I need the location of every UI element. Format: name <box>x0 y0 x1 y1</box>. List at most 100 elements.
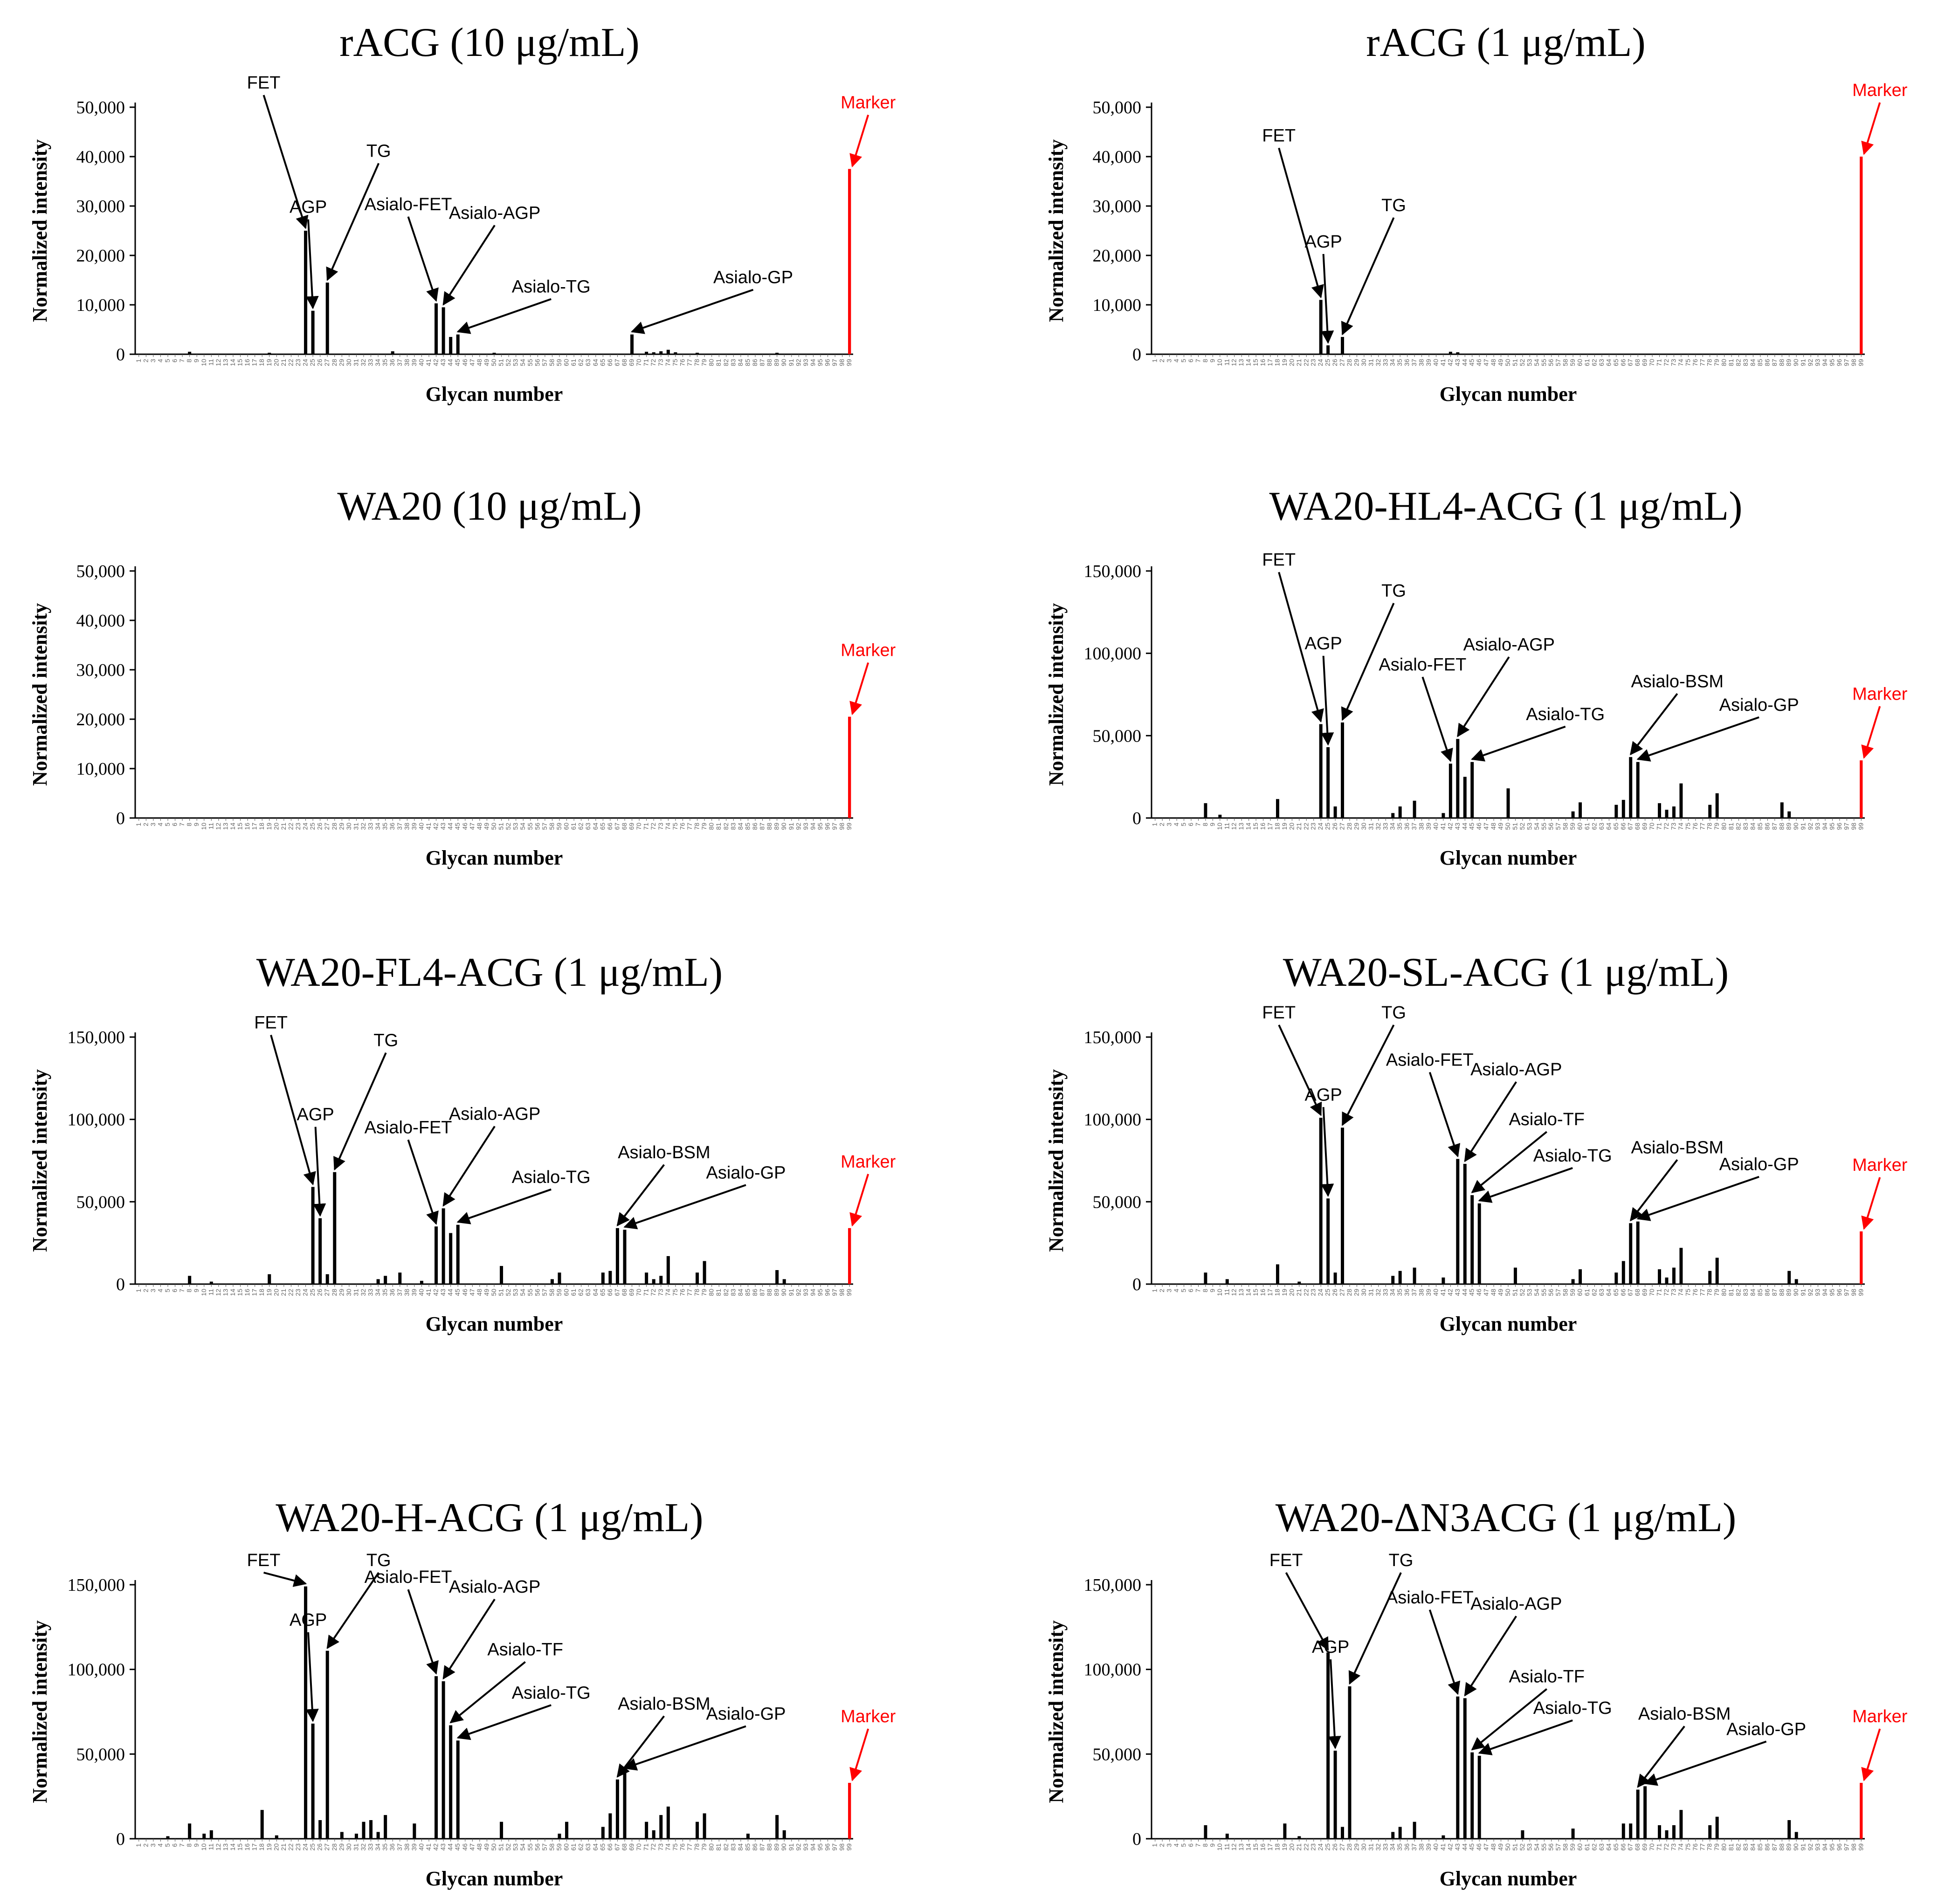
annotation-arrow-tg <box>1341 1024 1395 1126</box>
x-tick-label: 90 <box>1792 1289 1800 1296</box>
x-tick-label: 87 <box>1771 823 1778 830</box>
x-tick-label: 51 <box>1511 1843 1518 1851</box>
bar-glycan-32 <box>362 1822 366 1839</box>
bar-glycan-65 <box>601 1827 605 1839</box>
x-tick-label: 17 <box>1266 823 1274 830</box>
x-tick-label: 23 <box>294 1289 302 1296</box>
x-tick-label: 81 <box>1727 359 1735 366</box>
x-tick-label: 55 <box>1540 359 1547 366</box>
annotation-arrow-asialo-fet <box>407 1139 439 1225</box>
x-tick-label: 82 <box>722 823 730 830</box>
annotation-arrow-asialo-bsm <box>1630 693 1678 756</box>
x-tick-label: 26 <box>1331 823 1338 830</box>
x-tick-label: 38 <box>403 359 410 366</box>
x-tick-label: 94 <box>1821 1843 1828 1851</box>
annotation-label-asialo-fet: Asialo-FET <box>1379 655 1466 674</box>
x-tick-label: 77 <box>1698 359 1706 366</box>
x-tick-label: 43 <box>1454 1289 1461 1296</box>
x-tick-label: 72 <box>649 359 657 366</box>
x-tick-label: 25 <box>1324 1843 1331 1851</box>
x-tick-label: 84 <box>737 1289 744 1296</box>
x-tick-label: 65 <box>599 1289 606 1296</box>
bar-glycan-67 <box>1629 757 1633 818</box>
chart-title: rACG (1 μg/mL) <box>1366 20 1646 65</box>
x-tick-label: 79 <box>700 1289 708 1296</box>
x-tick-label: 16 <box>243 359 251 366</box>
x-tick-label: 17 <box>1266 1843 1274 1851</box>
x-tick-label: 96 <box>824 359 831 366</box>
x-tick-label: 26 <box>316 1843 324 1851</box>
x-tick-label: 63 <box>584 1843 592 1851</box>
x-tick-label: 82 <box>1735 1843 1742 1851</box>
x-tick-label: 23 <box>294 1843 302 1851</box>
x-tick-label: 30 <box>345 359 352 366</box>
bar-glycan-28 <box>333 1172 337 1284</box>
x-tick-label: 81 <box>1727 823 1735 830</box>
annotation-arrow-tg <box>326 163 380 281</box>
x-tick-label: 45 <box>1468 1843 1476 1851</box>
x-tick-label: 67 <box>1627 823 1634 830</box>
x-tick-label: 65 <box>599 1843 606 1851</box>
bar-glycan-26 <box>1333 1272 1337 1284</box>
x-tick-label: 46 <box>461 1289 469 1296</box>
annotation-arrow-agp <box>1328 1659 1341 1749</box>
x-tick-label: 26 <box>316 359 324 366</box>
bar-glycan-90 <box>1794 1279 1798 1284</box>
bar-glycan-51 <box>1513 1267 1517 1284</box>
annotation-arrow-agp <box>1321 1107 1334 1197</box>
x-tick-label: 28 <box>1345 359 1353 366</box>
x-axis-label: Glycan number <box>426 383 563 406</box>
x-tick-label: 59 <box>555 1289 563 1296</box>
x-tick-label: 22 <box>287 823 294 830</box>
x-tick-label: 8 <box>186 1289 193 1292</box>
x-tick-label: 46 <box>461 1843 469 1851</box>
x-tick-label: 5 <box>1180 1289 1187 1292</box>
x-tick-label: 94 <box>1821 359 1828 366</box>
annotation-arrow-marker <box>849 1728 869 1781</box>
bar-glycan-27 <box>1341 1827 1345 1839</box>
bar-glycan-27 <box>325 1274 329 1284</box>
annotation-arrow-tg <box>1341 603 1395 721</box>
x-tick-label: 72 <box>649 823 657 830</box>
x-tick-label: 70 <box>1648 823 1655 830</box>
x-tick-label: 1 <box>135 359 142 363</box>
x-tick-label: 78 <box>1706 823 1713 830</box>
x-tick-label: 8 <box>186 359 193 363</box>
bar-glycan-66 <box>608 1813 612 1839</box>
x-tick-label: 76 <box>678 1289 686 1296</box>
x-tick-label: 51 <box>1511 1289 1518 1296</box>
x-tick-label: 28 <box>1345 1289 1353 1296</box>
x-tick-label: 74 <box>664 823 671 830</box>
x-tick-label: 61 <box>1583 1289 1591 1296</box>
y-tick-label: 0 <box>1132 345 1141 364</box>
x-tick-label: 97 <box>831 823 838 830</box>
x-tick-label: 99 <box>1857 823 1864 830</box>
x-tick-label: 10 <box>1216 823 1223 830</box>
x-tick-label: 15 <box>1252 1289 1259 1296</box>
x-tick-label: 93 <box>802 1289 809 1296</box>
x-tick-label: 63 <box>584 359 592 366</box>
bar-glycan-25 <box>1326 1652 1330 1839</box>
x-tick-label: 87 <box>759 359 766 366</box>
x-tick-label: 98 <box>1850 1289 1857 1296</box>
x-tick-label: 3 <box>1166 823 1173 826</box>
x-tick-label: 63 <box>584 823 592 830</box>
x-tick-label: 17 <box>251 1843 258 1851</box>
x-tick-label: 85 <box>744 823 751 830</box>
x-tick-label: 6 <box>171 1289 179 1292</box>
x-tick-label: 82 <box>722 359 730 366</box>
x-tick-label: 61 <box>1583 823 1591 830</box>
annotation-arrow-asialo-fet <box>407 216 439 302</box>
x-tick-label: 42 <box>432 1843 440 1851</box>
x-tick-label: 96 <box>824 1843 831 1851</box>
x-tick-label: 62 <box>1590 1843 1598 1851</box>
x-tick-label: 28 <box>331 823 338 830</box>
bar-glycan-71 <box>1658 803 1662 818</box>
x-tick-label: 10 <box>1216 1289 1223 1296</box>
x-tick-label: 12 <box>214 823 222 830</box>
x-tick-label: 41 <box>425 823 432 830</box>
bar-glycan-79 <box>1715 793 1719 818</box>
x-tick-label: 28 <box>1345 823 1353 830</box>
x-tick-label: 37 <box>396 1289 403 1296</box>
annotation-arrow-asialo-tf <box>1471 1131 1547 1193</box>
